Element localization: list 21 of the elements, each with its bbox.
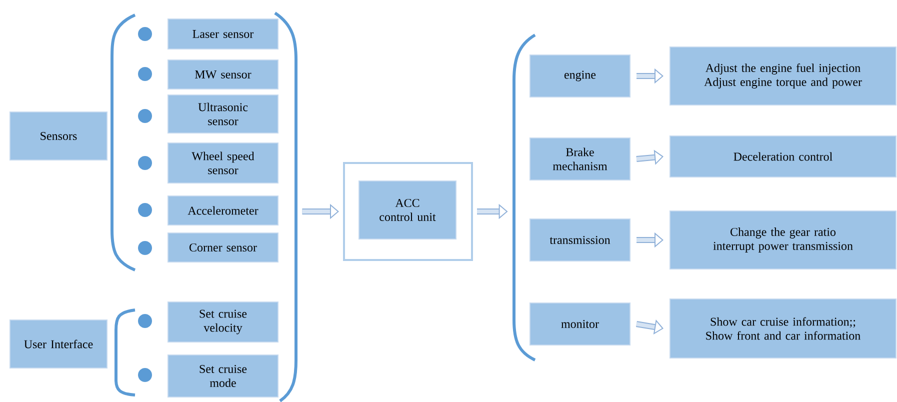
- sensor-box: Laser sensor: [168, 18, 278, 50]
- sensor-box: MW sensor: [168, 60, 278, 90]
- actuator-box: transmission: [530, 218, 630, 262]
- sensor-box: Wheel speed sensor: [168, 142, 278, 184]
- function-box: Change the gear ratio interrupt power transmission: [670, 210, 896, 270]
- group-box: User Interface: [10, 320, 108, 368]
- sensor-box: Accelerometer: [168, 196, 278, 226]
- sensor-box: Corner sensor: [168, 232, 278, 262]
- actuator-box: engine: [530, 54, 630, 98]
- actuator-box: monitor: [530, 302, 630, 346]
- function-box: Show car cruise information;; Show front and car information: [670, 298, 896, 358]
- bracket: [274, 12, 298, 402]
- function-box: Deceleration control: [670, 136, 896, 178]
- input-box: Set cruise velocity: [168, 302, 278, 342]
- control-unit-box: ACC control unit: [358, 180, 456, 240]
- actuator-box: Brake mechanism: [530, 138, 630, 180]
- sensor-box: Ultrasonic sensor: [168, 94, 278, 134]
- function-box: Adjust the engine fuel injection Adjust engine torque and power: [670, 46, 896, 106]
- group-box: Sensors: [10, 112, 108, 160]
- input-box: Set cruise mode: [168, 354, 278, 398]
- bracket: [512, 34, 536, 362]
